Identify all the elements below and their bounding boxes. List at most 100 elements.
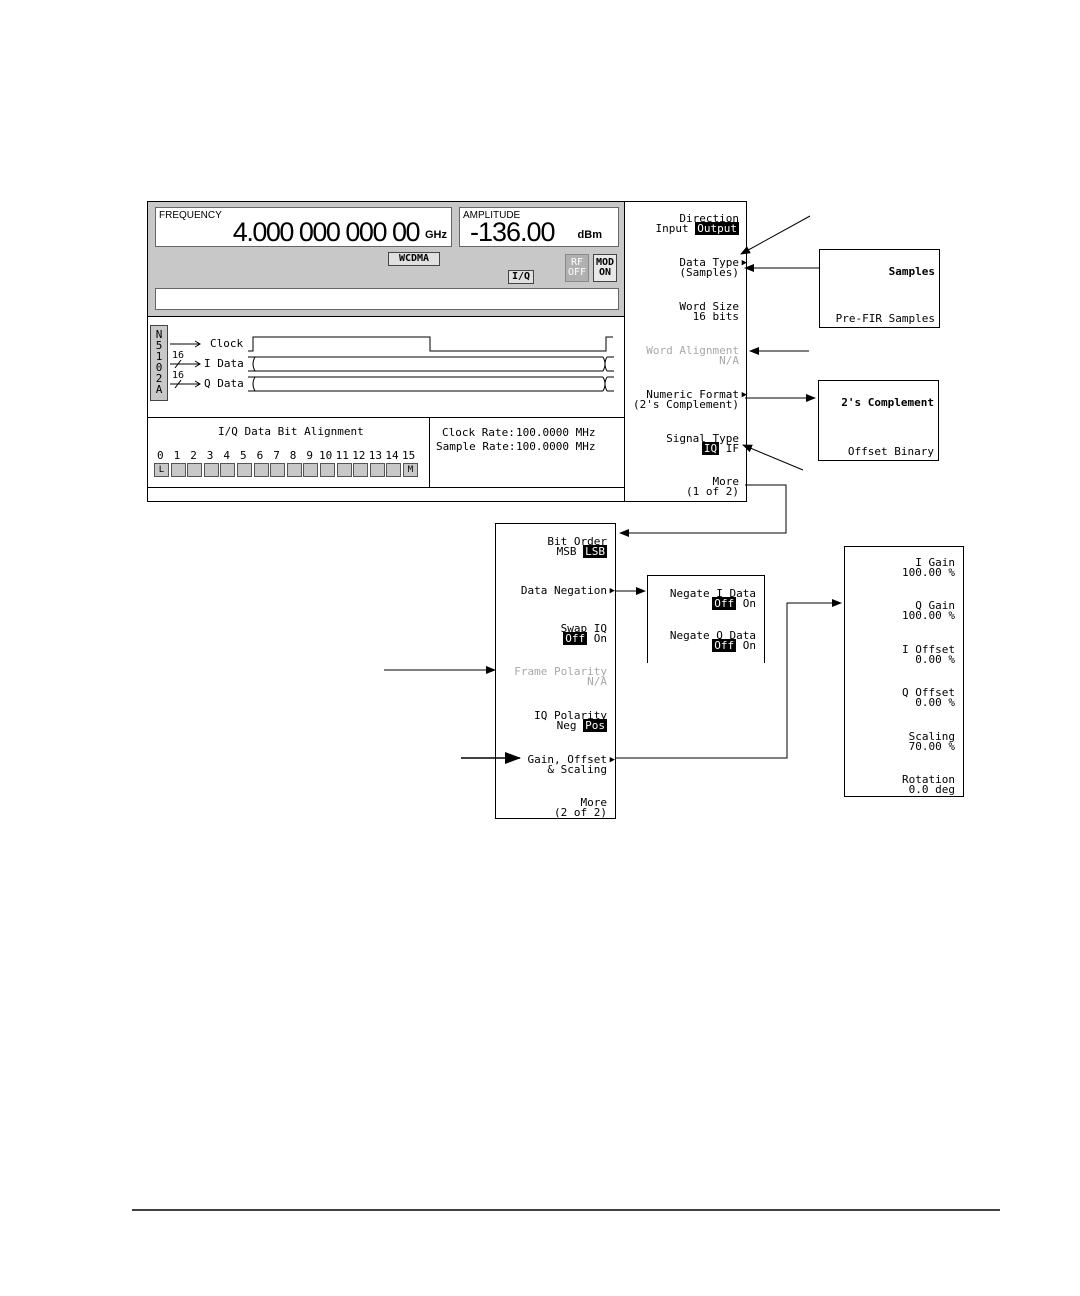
softkey-negate-q[interactable]: Negate Q Data Off On bbox=[670, 630, 756, 652]
submenu-arrow-icon: ▶ bbox=[741, 390, 747, 400]
softkey-more-2[interactable]: More (2 of 2) bbox=[554, 796, 608, 819]
bit-order-msb: MSB bbox=[556, 545, 584, 558]
frame-polarity-value: N/A bbox=[587, 675, 607, 688]
submenu-arrow-icon: ▶ bbox=[609, 586, 615, 596]
frame-polarity-label: Frame Polarity bbox=[514, 665, 607, 678]
softkey-swap-iq[interactable]: Swap IQ Off On bbox=[560, 622, 607, 645]
word-alignment-label: Word Alignment bbox=[646, 344, 739, 357]
n5102a-device-label: N5102A bbox=[150, 325, 168, 401]
softkey-q-offset[interactable]: Q Offset 0.00 % bbox=[902, 686, 955, 708]
softkey-gain-offset-scaling[interactable]: Gain, Offset & Scaling ▶ bbox=[528, 754, 615, 775]
word-size-value: 16 bits bbox=[692, 310, 739, 323]
timing-waveforms bbox=[170, 336, 614, 392]
q-data-width: 16 bbox=[172, 370, 185, 381]
scaling-value: 70.00 % bbox=[908, 740, 955, 753]
bit-cell bbox=[220, 463, 236, 477]
softkey-iq-polarity[interactable]: IQ Polarity Neg Pos bbox=[534, 710, 607, 732]
bit-order-lsb: LSB bbox=[583, 545, 607, 558]
signal-type-if: IF bbox=[719, 442, 739, 455]
message-bar bbox=[155, 288, 619, 310]
softkey-signal-type[interactable]: Signal Type IQ IF bbox=[666, 433, 739, 455]
bit-number: 6 bbox=[256, 449, 264, 462]
softkey-scaling[interactable]: Scaling 70.00 % bbox=[908, 730, 955, 753]
direction-label: Direction bbox=[679, 212, 739, 225]
timing-diagram: N5102A Clock I Data Q Data 16 16 bbox=[148, 316, 624, 418]
data-type-option-prefir[interactable]: Pre-FIR Samples bbox=[835, 312, 935, 325]
bit-number: 11 bbox=[335, 449, 349, 462]
frequency-unit: GHz bbox=[425, 229, 447, 241]
numeric-format-option-offset[interactable]: Offset Binary bbox=[847, 445, 934, 458]
rf-off-line2: OFF bbox=[567, 267, 587, 278]
softkeys-page2: Bit Order MSB LSB Data Negation ▶ Swap I… bbox=[495, 523, 616, 819]
bit-number: 15 bbox=[402, 449, 416, 462]
bit-cell bbox=[369, 463, 385, 477]
bit-cell bbox=[386, 463, 402, 477]
softkey-bit-order[interactable]: Bit Order MSB LSB bbox=[547, 535, 607, 558]
softkey-more-1[interactable]: More (1 of 2) bbox=[686, 476, 739, 498]
softkey-frame-polarity: Frame Polarity N/A bbox=[514, 665, 607, 688]
iq-badge: I/Q bbox=[508, 270, 534, 284]
bit-number: 3 bbox=[206, 449, 214, 462]
direction-input: Input bbox=[655, 222, 696, 235]
bit-number: 5 bbox=[240, 449, 247, 462]
bit-cell bbox=[336, 463, 352, 477]
mod-on-line2: ON bbox=[598, 267, 612, 278]
negate-i-off: Off bbox=[712, 597, 737, 610]
softkey-numeric-format[interactable]: Numeric Format (2's Complement) ▶ bbox=[633, 389, 747, 410]
rotation-label: Rotation bbox=[902, 773, 955, 786]
bit-number: 12 bbox=[352, 449, 366, 462]
i-gain-label: I Gain bbox=[915, 556, 955, 569]
iq-polarity-neg: Neg bbox=[556, 719, 584, 732]
swap-iq-label: Swap IQ bbox=[560, 622, 607, 635]
scaling-label: Scaling bbox=[908, 730, 955, 743]
softkey-i-offset[interactable]: I Offset 0.00 % bbox=[902, 644, 955, 666]
negate-i-label: Negate I Data bbox=[669, 587, 756, 600]
iq-polarity-pos: Pos bbox=[583, 719, 607, 732]
bit-number: 9 bbox=[306, 449, 314, 462]
more2-label: More bbox=[580, 796, 608, 809]
i-data-label: I Data bbox=[204, 357, 244, 370]
bit-order-label: Bit Order bbox=[547, 535, 607, 548]
bit-alignment-title: I/Q Data Bit Alignment bbox=[218, 425, 364, 438]
softkey-direction[interactable]: Direction Input Output bbox=[655, 212, 739, 235]
bit-number: 10 bbox=[319, 449, 333, 462]
softkey-q-gain[interactable]: Q Gain 100.00 % bbox=[902, 600, 955, 622]
q-gain-value: 100.00 % bbox=[902, 609, 955, 622]
softkey-negate-i[interactable]: Negate I Data Off On bbox=[669, 587, 756, 610]
i-data-width: 16 bbox=[172, 350, 185, 361]
q-data-label: Q Data bbox=[204, 377, 244, 390]
bottom-divider bbox=[148, 487, 624, 488]
softkey-column: Direction Input Output Data Type (Sample… bbox=[624, 202, 747, 501]
signal-type-iq: IQ bbox=[701, 442, 720, 455]
bit-cell bbox=[270, 463, 286, 477]
bit-cell bbox=[187, 463, 203, 477]
bit-number: 13 bbox=[368, 449, 383, 462]
frequency-display[interactable]: FREQUENCY 4.000 000 000 00 GHz bbox=[155, 207, 452, 247]
data-negation-menu: Negate I Data Off On Negate Q Data Off O… bbox=[647, 575, 765, 663]
q-offset-label: Q Offset bbox=[902, 686, 955, 699]
amplitude-value: -136.00 bbox=[470, 217, 556, 247]
i-offset-value: 0.00 % bbox=[915, 653, 955, 666]
clock-rate-value: 100.0000 MHz bbox=[516, 426, 596, 439]
negate-i-on: On bbox=[736, 597, 756, 610]
more-page: (1 of 2) bbox=[686, 485, 739, 498]
softkey-data-negation[interactable]: Data Negation ▶ bbox=[520, 584, 615, 597]
bit-number: 7 bbox=[273, 449, 280, 462]
rf-off-line1: RF bbox=[570, 257, 584, 268]
word-alignment-value: N/A bbox=[719, 354, 739, 367]
softkey-rotation[interactable]: Rotation 0.0 deg bbox=[902, 773, 955, 795]
softkey-data-type[interactable]: Data Type (Samples) ▶ bbox=[679, 257, 747, 279]
frequency-value: 4.000 000 000 00 bbox=[232, 217, 421, 247]
amplitude-display[interactable]: AMPLITUDE -136.00 dBm bbox=[459, 207, 619, 247]
bit-cell: M bbox=[403, 463, 418, 477]
softkey-word-size[interactable]: Word Size 16 bits bbox=[679, 301, 739, 323]
data-type-option-samples[interactable]: Samples bbox=[888, 265, 935, 278]
data-type-value: (Samples) bbox=[679, 266, 739, 279]
negate-q-on: On bbox=[736, 639, 756, 652]
numeric-format-option-2s[interactable]: 2's Complement bbox=[841, 396, 934, 409]
data-negation-label: Data Negation bbox=[520, 584, 607, 597]
softkey-i-gain[interactable]: I Gain 100.00 % bbox=[902, 556, 955, 578]
more2-page: (2 of 2) bbox=[554, 806, 607, 819]
bit-cell bbox=[353, 463, 369, 477]
